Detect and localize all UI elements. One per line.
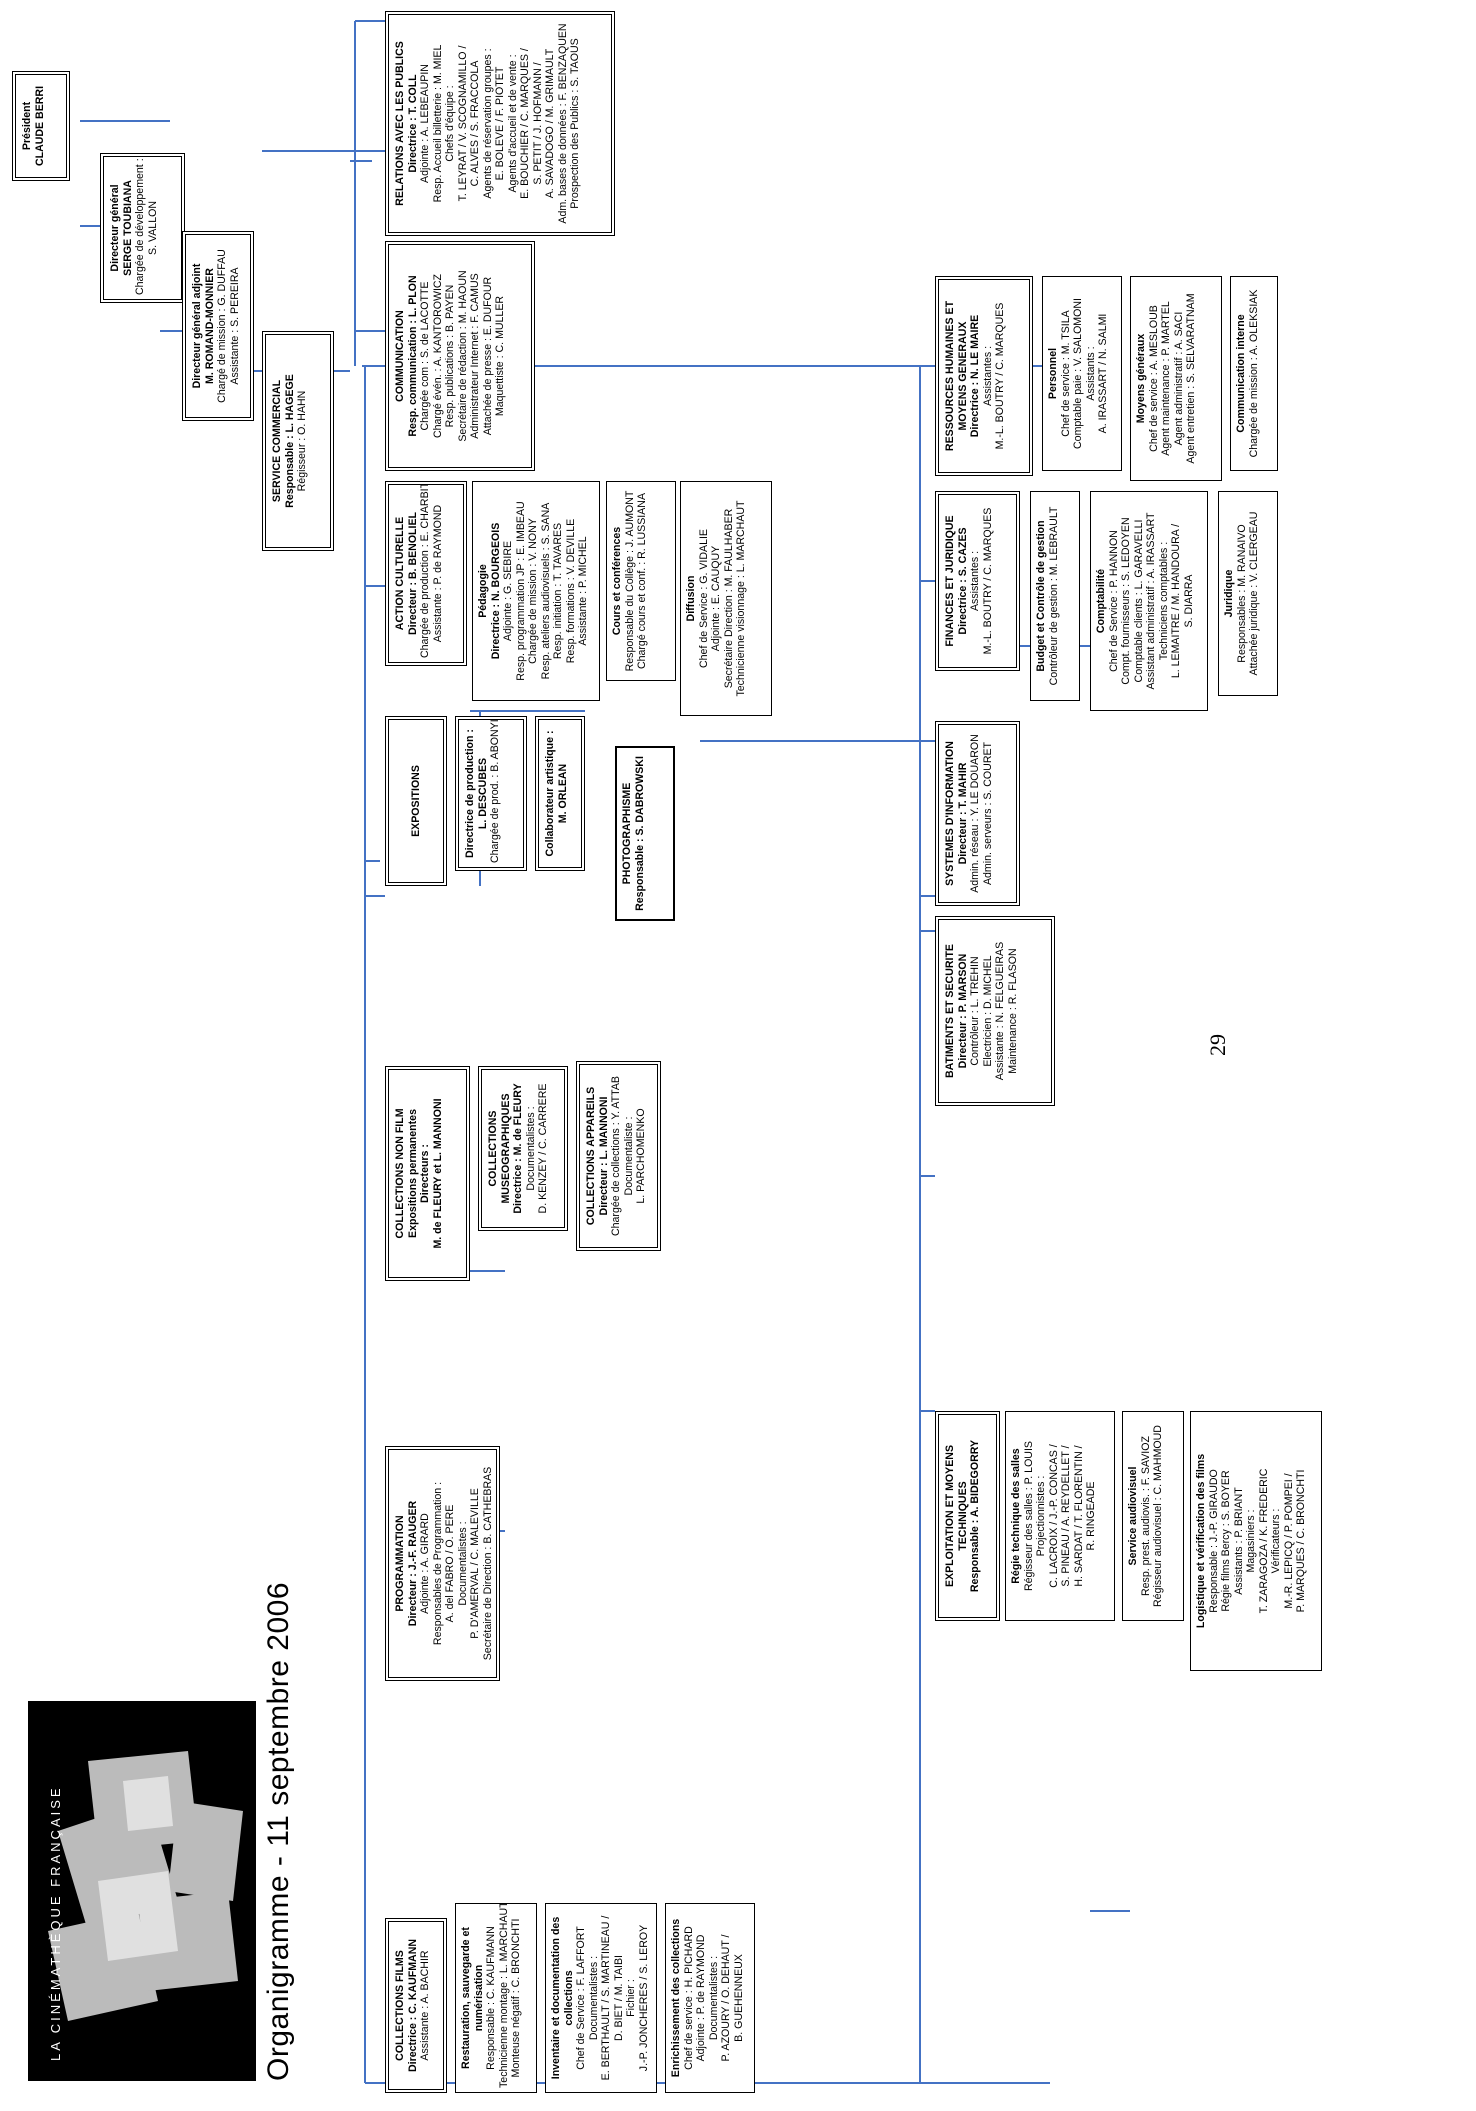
collections-non-film-box: COLLECTIONS NON FILM Expositions permane… xyxy=(385,1066,470,1281)
cinematheque-logo: LA CINÉMATHÈQUE FRANÇAISE xyxy=(28,1701,256,2081)
collections-museographiques-box: COLLECTIONS MUSEOGRAPHIQUES Directrice :… xyxy=(478,1066,568,1231)
systemes-information-box: SYSTEMES D'INFORMATION Directeur : T. MA… xyxy=(935,721,1020,906)
enrichissement-box: Enrichissement des collections Chef de s… xyxy=(665,1903,755,2093)
communication-interne-box: Communication interne Chargée de mission… xyxy=(1230,276,1278,471)
restauration-box: Restauration, sauvegarde et numérisation… xyxy=(455,1903,537,2093)
page-number: 29 xyxy=(1205,1034,1230,1056)
collections-appareils-box: COLLECTIONS APPAREILS Directeur : L. MAN… xyxy=(576,1061,661,1251)
photographisme-box: PHOTOGRAPHISME Responsable : S. DABROWSK… xyxy=(615,746,675,921)
personnel-box: Personnel Chef de service : M. TSILA Com… xyxy=(1042,276,1122,471)
comptabilite-box: Comptabilité Chef de Service : P. HANNON… xyxy=(1090,491,1208,711)
budget-box: Budget et Contrôle de gestion Contrôleur… xyxy=(1030,491,1080,701)
expositions-box: EXPOSITIONS xyxy=(385,716,447,886)
moyens-generaux-box: Moyens généraux Chef de service : A. MES… xyxy=(1130,276,1222,481)
batiments-box: BATIMENTS ET SECURITE Directeur : P. MAR… xyxy=(935,916,1055,1106)
collections-films-box: COLLECTIONS FILMS Directrice : C. KAUFMA… xyxy=(385,1918,447,2093)
logo-text: LA CINÉMATHÈQUE FRANÇAISE xyxy=(48,1785,63,2061)
juridique-box: Juridique Responsables : M. RANAIVO Atta… xyxy=(1218,491,1278,696)
pedagogie-box: Pédagogie Directrice : N. BOURGEOIS Adjo… xyxy=(472,481,600,701)
inventaire-box: Inventaire et documentation des collecti… xyxy=(545,1903,657,2093)
exploitation-box: EXPLOITATION ET MOYENS TECHNIQUES Respon… xyxy=(935,1411,1000,1621)
finances-box: FINANCES ET JURIDIQUE Directrice : S. CA… xyxy=(935,491,1020,671)
service-audiovisuel-box: Service audiovisuel Resp. prest. audiovi… xyxy=(1122,1411,1184,1621)
directrice-production-box: Directrice de production : L. DESCUBES C… xyxy=(455,716,527,871)
president-role: Président xyxy=(21,101,33,151)
president-box: Président CLAUDE BERRI xyxy=(12,71,70,181)
collaborateur-artistique-box: Collaborateur artistique : M. ORLEAN xyxy=(535,716,585,871)
action-culturelle-box: ACTION CULTURELLE Directeur : B. BENOLIE… xyxy=(385,481,467,666)
dg-box: Directeur général SERGE TOUBIANA Chargée… xyxy=(100,153,185,303)
logistique-box: Logistique et vérification des films Res… xyxy=(1190,1411,1322,1671)
programmation-box: PROGRAMMATION Directeur : J.-F. RAUGER A… xyxy=(385,1446,500,1681)
page-title: Organigramme - 11 septembre 2006 xyxy=(262,1581,295,2081)
logo-graphic xyxy=(28,1701,256,2081)
diffusion-box: Diffusion Chef de Service : G. VIDALIE A… xyxy=(680,481,772,716)
regie-salles-box: Régie technique des salles Régisseur des… xyxy=(1005,1411,1115,1621)
president-name: CLAUDE BERRI xyxy=(33,85,46,167)
rh-box: RESSOURCES HUMAINES ET MOYENS GENERAUX D… xyxy=(935,276,1033,476)
dga-box: Directeur général adjoint M. ROMAND-MONN… xyxy=(182,231,254,421)
relations-publics-box: RELATIONS AVEC LES PUBLICS Directrice : … xyxy=(385,11,615,236)
cours-conferences-box: Cours et conférences Responsable du Coll… xyxy=(606,481,676,681)
communication-box: COMMUNICATION Resp. communication : L. P… xyxy=(385,241,535,471)
service-commercial-box: SERVICE COMMERCIAL Responsable : L. HAGE… xyxy=(262,331,334,551)
